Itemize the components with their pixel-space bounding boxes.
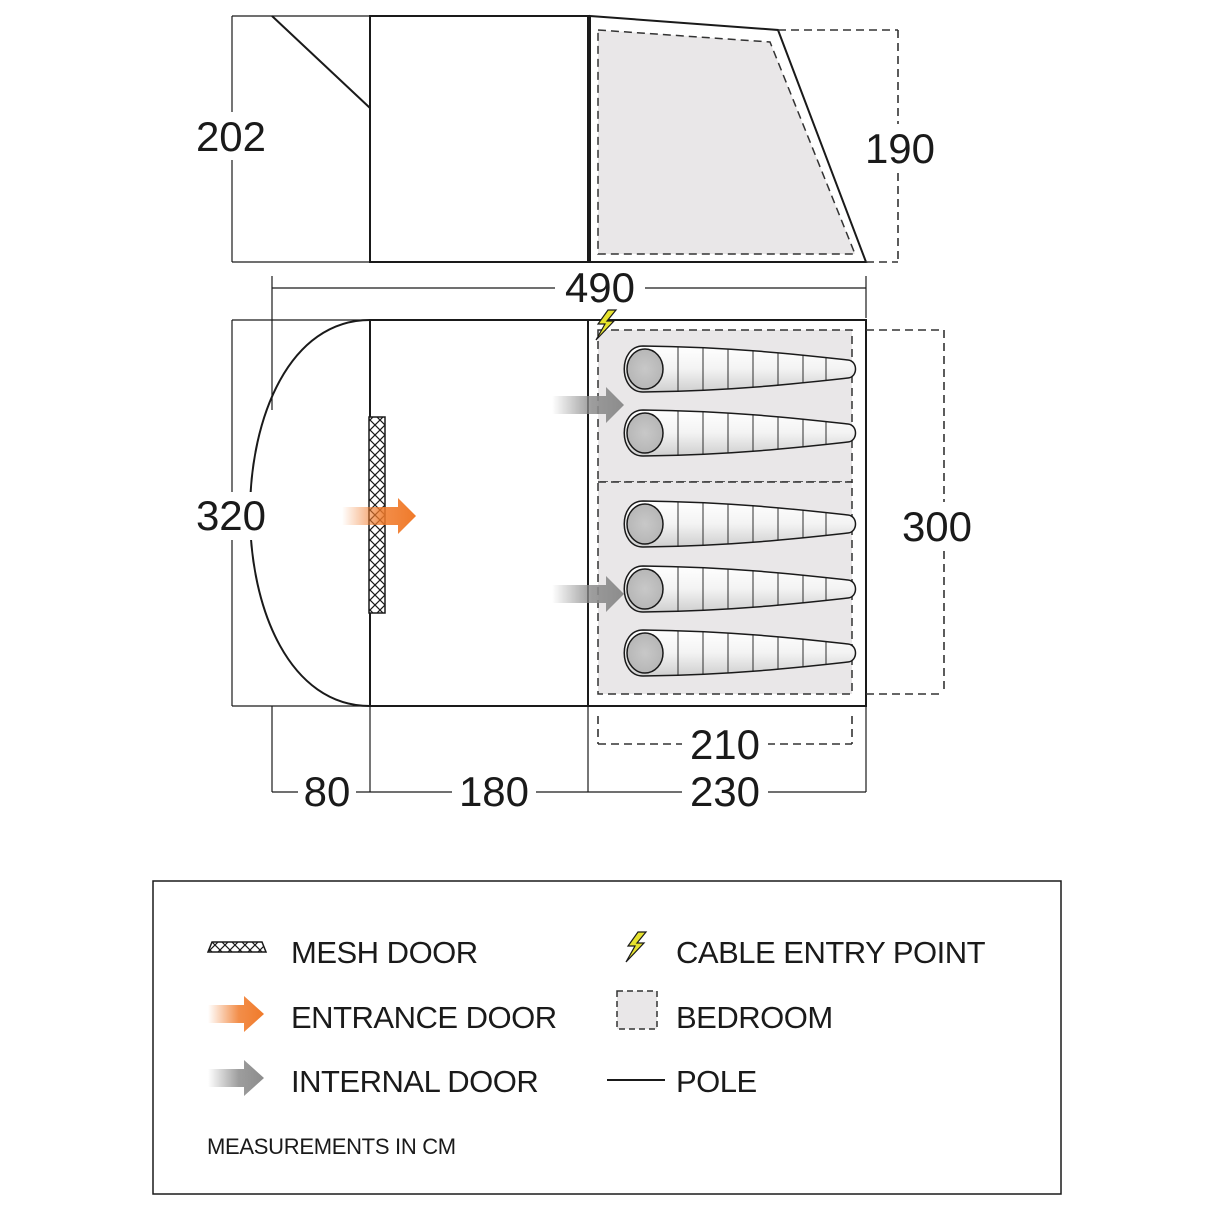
legend: MESH DOOR ENTRANCE DOOR INTERNAL DOOR CA… <box>152 880 1062 1195</box>
height-202-label: 202 <box>196 113 266 160</box>
living-area-elevation <box>369 15 589 263</box>
porch-pole-line <box>271 15 371 109</box>
legend-box <box>152 880 1062 1195</box>
width-320-label: 320 <box>196 492 266 539</box>
internal-door-arrow-icon <box>552 387 624 423</box>
legend-bedroom: BEDROOM <box>676 1000 833 1035</box>
floor-plan: 320 300 <box>188 309 982 707</box>
legend-units-note: MEASUREMENTS IN CM <box>207 1134 456 1159</box>
bottom-dimensions: 210 80 180 230 <box>271 706 867 815</box>
legend-entrance-door: ENTRANCE DOOR <box>291 1000 557 1035</box>
length-490-label: 490 <box>565 264 635 311</box>
bedroom-inner-elevation <box>597 29 857 255</box>
entrance-door-arrow-icon <box>342 498 416 534</box>
bedroom-icon <box>616 990 658 1030</box>
internal-door-arrow-icon <box>552 576 624 612</box>
side-elevation: 202 190 <box>188 14 942 263</box>
porch-80-label: 80 <box>304 768 351 815</box>
legend-mesh-door: MESH DOOR <box>291 935 478 970</box>
internal-door-arrow-icon <box>208 1060 264 1096</box>
mesh-door-icon <box>206 941 268 953</box>
length-490-dimension: 490 <box>271 264 867 410</box>
legend-cable-entry-point: CABLE ENTRY POINT <box>676 935 986 970</box>
width-300-label: 300 <box>902 503 972 550</box>
height-190-label: 190 <box>865 125 935 172</box>
entrance-door-arrow-icon <box>208 996 264 1032</box>
legend-pole: POLE <box>676 1064 757 1099</box>
bedroom-inner-210-label: 210 <box>690 721 760 768</box>
bedroom-230-label: 230 <box>690 768 760 815</box>
living-180-label: 180 <box>459 768 529 815</box>
legend-internal-door: INTERNAL DOOR <box>291 1064 538 1099</box>
